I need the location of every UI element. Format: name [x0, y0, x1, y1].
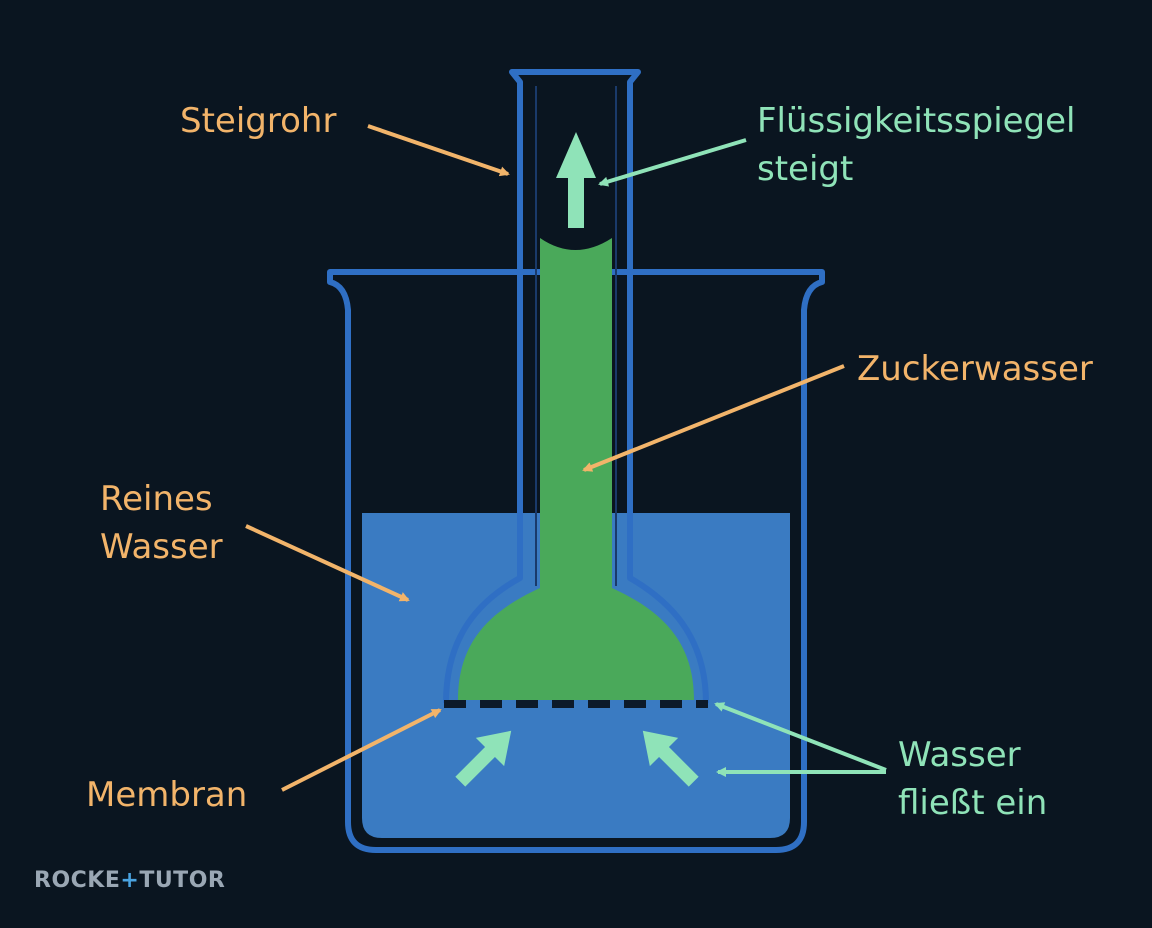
label-zuckerwasser: Zuckerwasser	[857, 349, 1093, 389]
thistle-tube-outline	[443, 69, 709, 704]
inflow-arrow-right	[642, 730, 699, 787]
logo-part2: TUTOR	[139, 868, 226, 893]
brand-logo: ROCKE+TUTOR	[34, 868, 225, 893]
label-membran: Membran	[86, 775, 247, 815]
logo-plus: +	[120, 868, 140, 893]
label-reines-line2: Wasser	[100, 527, 223, 567]
beaker	[327, 269, 825, 853]
pointer-reines-wasser	[245, 524, 410, 602]
inflow-arrow-left	[455, 730, 512, 787]
pointer-zuckerwasser	[582, 364, 845, 472]
level-rising-arrow	[556, 132, 596, 228]
pointer-fluessigkeit	[598, 138, 747, 187]
label-wasser-line1: Wasser	[898, 735, 1021, 775]
pointer-wasser-1	[714, 702, 887, 772]
label-steigrohr: Steigrohr	[180, 101, 336, 141]
sugar-water	[458, 238, 694, 700]
label-fluessigkeit-line1: Flüssigkeitsspiegel	[757, 101, 1076, 141]
pointer-steigrohr	[367, 124, 510, 177]
logo-part1: ROCKE	[34, 868, 121, 893]
label-fluessigkeit-line2: steigt	[757, 149, 853, 189]
label-reines-line1: Reines	[100, 479, 213, 519]
pointer-membran	[281, 708, 442, 792]
label-wasser-line2: fließt ein	[898, 783, 1047, 823]
